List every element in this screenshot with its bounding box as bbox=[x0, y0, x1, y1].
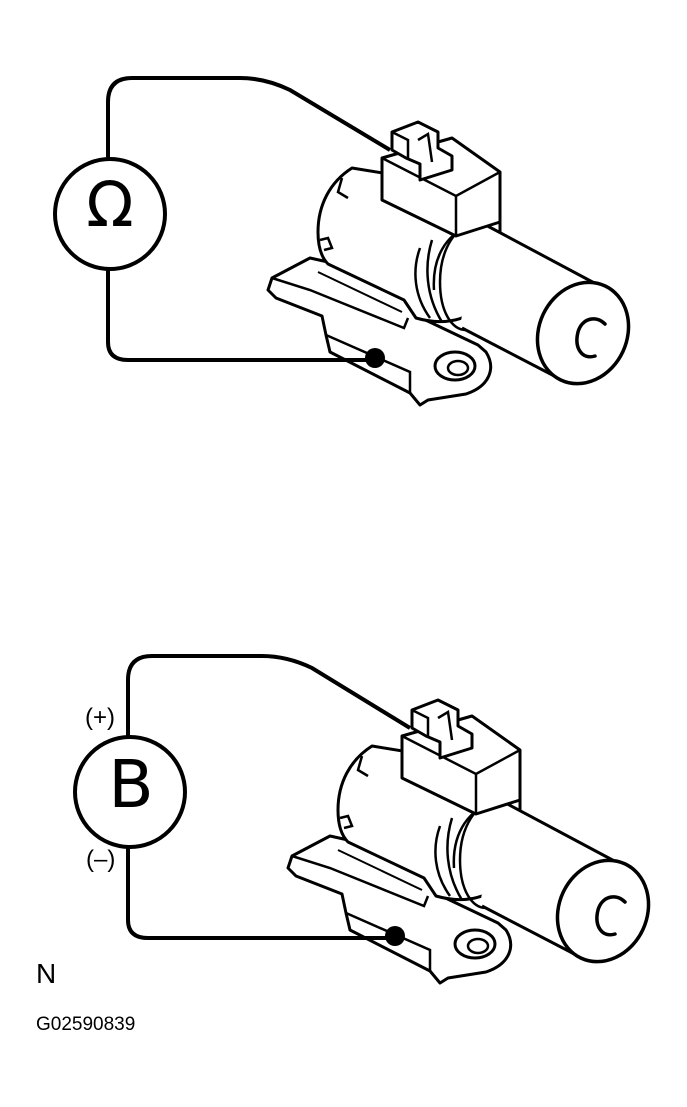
positive-terminal-label: (+) bbox=[85, 704, 115, 731]
view-letter: N bbox=[36, 958, 57, 989]
battery-circle bbox=[73, 735, 187, 849]
negative-terminal-label: (–) bbox=[86, 846, 116, 873]
battery-lead-negative bbox=[126, 848, 395, 940]
ohmmeter-symbol: Ω bbox=[86, 168, 134, 241]
battery-lead-positive bbox=[126, 654, 412, 736]
figure-code: G02590839 bbox=[36, 1014, 136, 1035]
battery-symbol: B bbox=[108, 746, 154, 823]
solenoid-valve-bottom bbox=[286, 698, 667, 985]
solenoid-valve-top bbox=[266, 120, 647, 407]
ohmmeter-circle bbox=[53, 157, 167, 271]
ohmmeter-lead-negative bbox=[106, 270, 375, 362]
ohmmeter-lead-positive bbox=[106, 76, 392, 160]
